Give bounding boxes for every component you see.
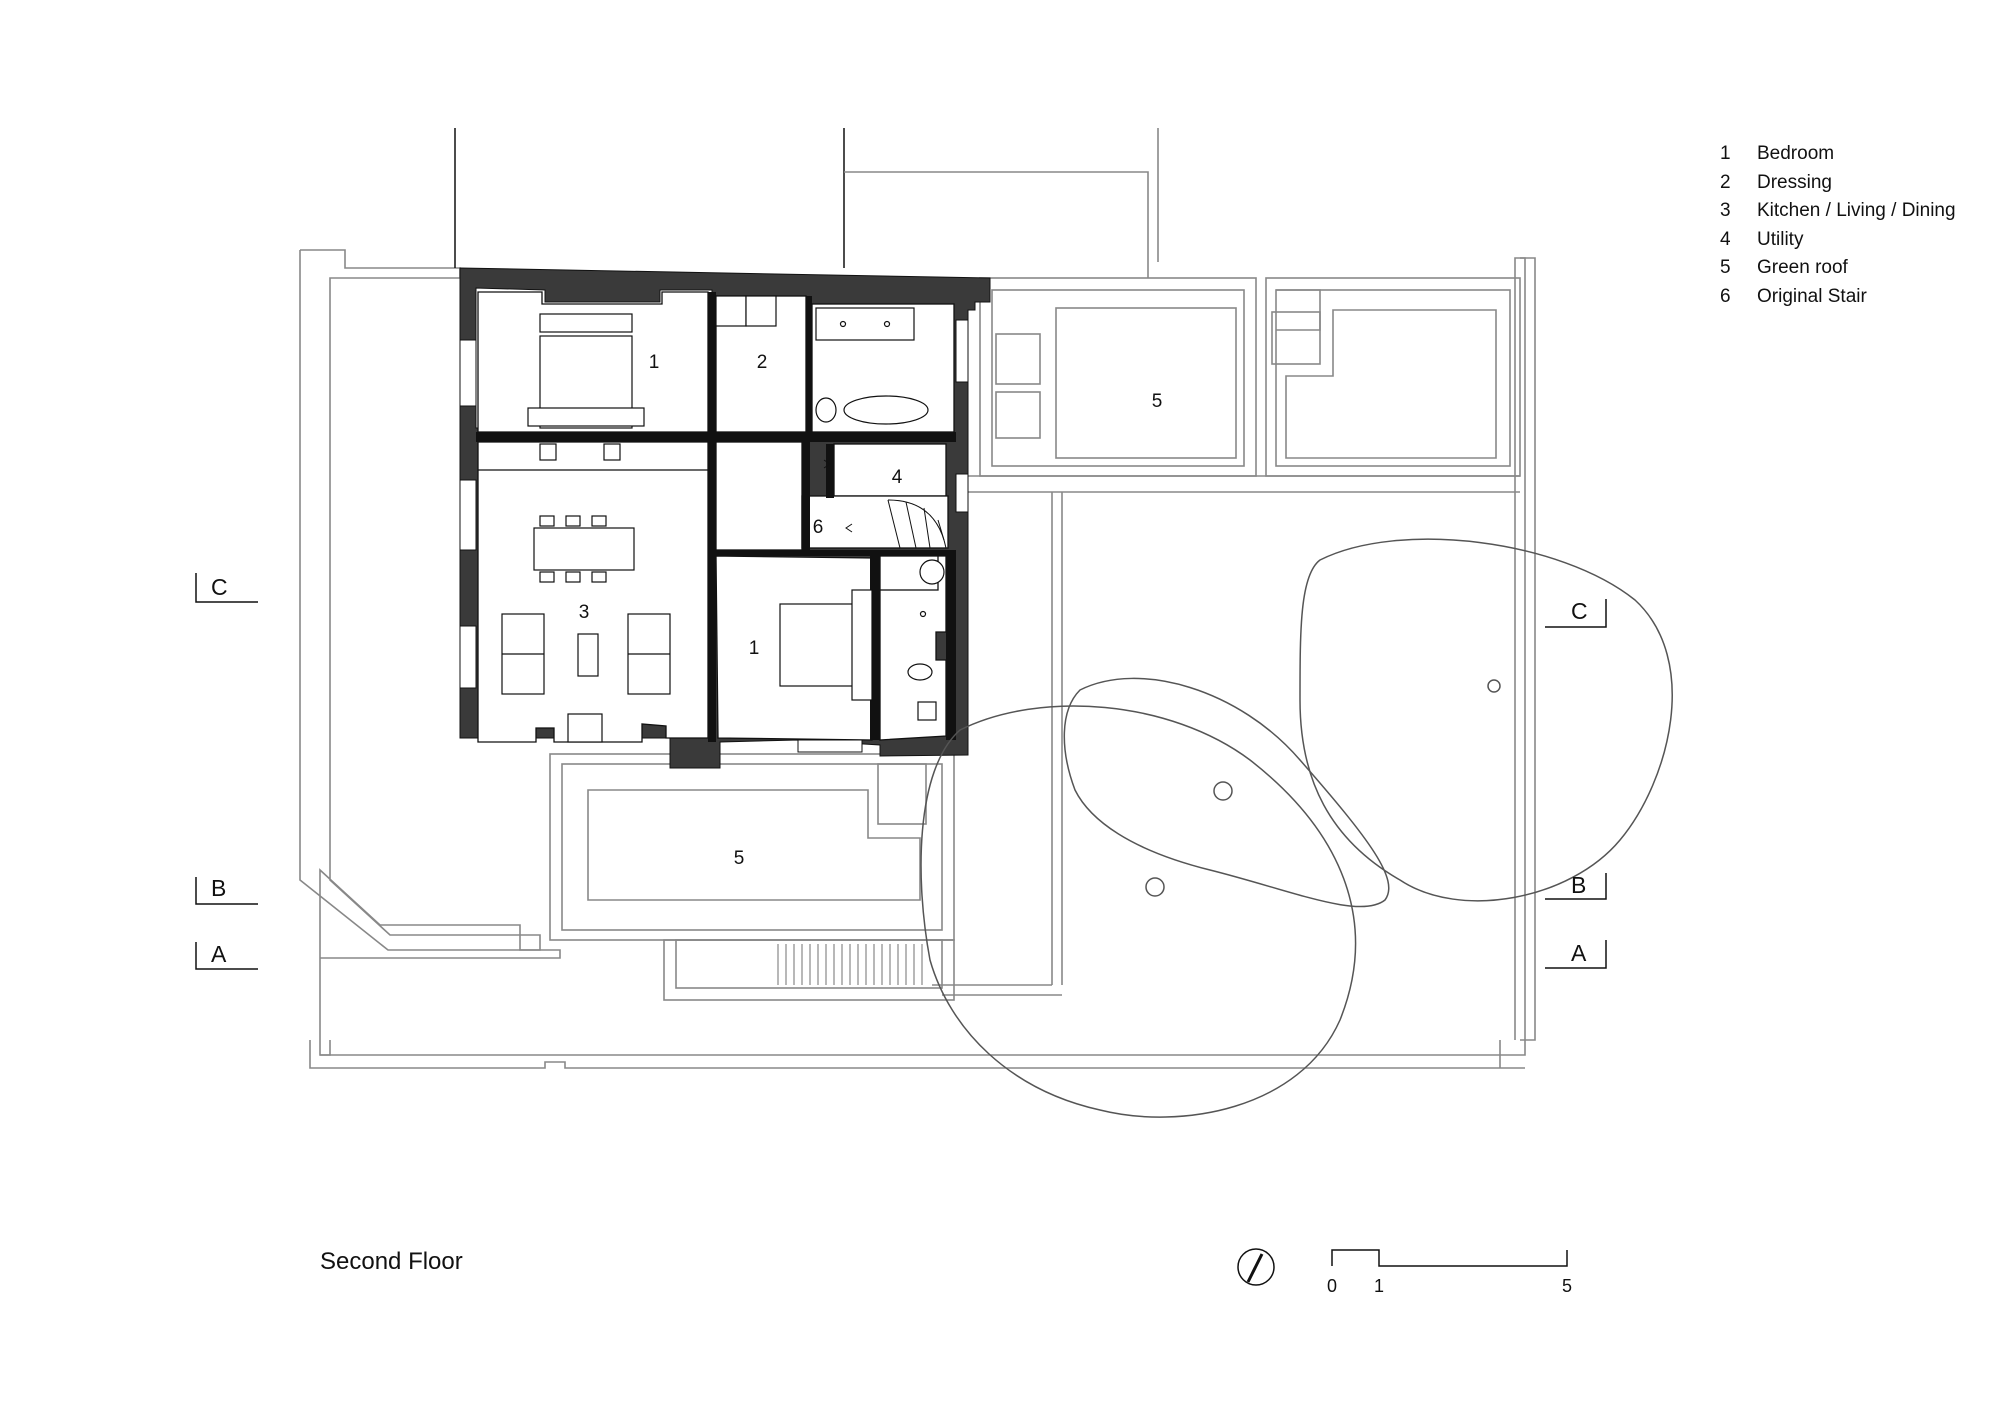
legend-item: 1 Bedroom [1720, 140, 1956, 169]
legend-number: 5 [1720, 257, 1731, 279]
room-hall [715, 441, 803, 551]
legend-item: 5 Green roof [1720, 254, 1956, 283]
section-a-right: A [1571, 940, 1587, 966]
bathtub [843, 395, 929, 425]
section-markers [195, 573, 1607, 970]
section-labels: C B A C B A [211, 574, 1588, 967]
legend-item: 3 Kitchen / Living / Dining [1720, 197, 1956, 226]
label-green-roof-east: 5 [1152, 391, 1163, 412]
green-roof-east [966, 277, 1521, 985]
tree-canopy-1 [1063, 677, 1390, 908]
label-utility: 4 [892, 467, 903, 488]
legend-number: 2 [1720, 171, 1731, 193]
tree-canopy-2 [1299, 538, 1673, 902]
label-bedroom-north: 1 [649, 352, 660, 373]
legend: 1 Bedroom 2 Dressing 3 Kitchen / Living … [1720, 140, 1956, 311]
room-labels: 1 2 3 4 5 5 6 1 [579, 352, 1163, 869]
label-kitchen-living: 3 [579, 602, 590, 623]
scale-label-5: 5 [1562, 1276, 1572, 1296]
scale-bar [1331, 1249, 1568, 1267]
legend-item: 6 Original Stair [1720, 283, 1956, 312]
legend-label: Green roof [1757, 257, 1848, 279]
label-bedroom-south: 1 [749, 638, 760, 659]
section-a-left: A [211, 941, 227, 967]
legend-number: 4 [1720, 228, 1731, 250]
tree-canopy-3 [920, 705, 1357, 1118]
windows [459, 319, 969, 753]
section-c-right: C [1571, 598, 1588, 624]
external-steps [777, 944, 923, 985]
legend-label: Original Stair [1757, 285, 1867, 307]
legend-number: 6 [1720, 285, 1731, 307]
furniture [478, 295, 945, 743]
tree-trunk-3 [1145, 877, 1165, 897]
kitchen-counter [539, 443, 557, 461]
legend-number: 3 [1720, 200, 1731, 222]
legend-number: 1 [1720, 143, 1731, 165]
scale-labels: 0 1 5 [1327, 1276, 1572, 1296]
legend-label: Bedroom [1757, 143, 1835, 165]
tree-canopies [920, 538, 1673, 1118]
scale-label-1: 1 [1374, 1276, 1384, 1296]
drawing-title: Second Floor [320, 1248, 463, 1275]
label-stair: 6 [813, 517, 824, 538]
legend-label: Utility [1757, 228, 1804, 250]
tree-trunk-2 [1487, 679, 1501, 693]
internal-walls [476, 292, 956, 742]
washbasins-north [815, 307, 915, 341]
label-dressing: 2 [757, 352, 768, 373]
tree-trunk-1 [1213, 781, 1233, 801]
legend-item: 4 Utility [1720, 226, 1956, 255]
dining-table [533, 527, 635, 571]
north-arrow-icon [1237, 1248, 1275, 1286]
section-b-left: B [211, 875, 226, 901]
legend-label: Dressing [1757, 171, 1832, 193]
coffee-table [577, 633, 599, 677]
scale-label-0: 0 [1327, 1276, 1337, 1296]
original-stair [823, 446, 947, 549]
neighbour-outline [844, 128, 1159, 278]
section-c-left: C [211, 574, 228, 600]
neighbour-lines [454, 128, 845, 268]
legend-label: Kitchen / Living / Dining [1757, 200, 1956, 222]
section-b-right: B [1571, 872, 1586, 898]
legend-item: 2 Dressing [1720, 169, 1956, 198]
label-green-roof-south: 5 [734, 848, 745, 869]
room-utility [833, 443, 947, 497]
room-stair [801, 495, 949, 549]
green-roof-south [549, 753, 1062, 1001]
room-kitchen-living [477, 441, 709, 743]
